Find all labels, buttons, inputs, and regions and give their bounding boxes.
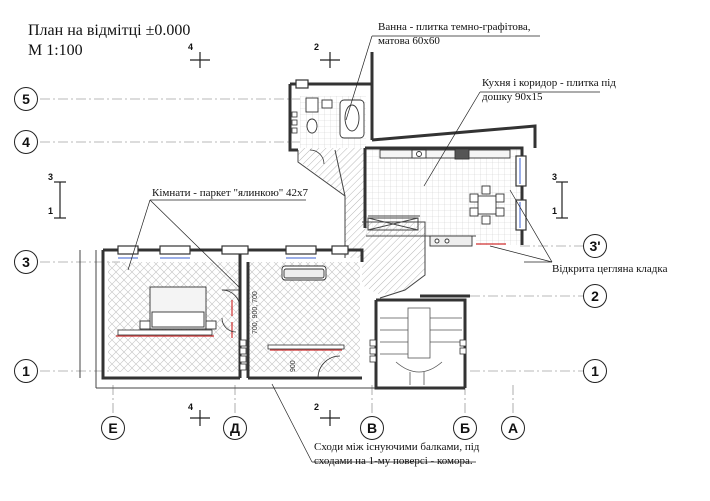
axis-3: 3 [14, 250, 38, 274]
leader-lines [127, 35, 600, 463]
dimension-door-height: 700, 900, 700 [252, 291, 259, 334]
section-markers [54, 52, 568, 426]
axis-3-prime: 3' [583, 234, 607, 258]
note-stairs-line2: сходами на 1-му поверсі - комора. [314, 455, 473, 467]
section-3-right: 3 [552, 172, 558, 182]
axis-A: А [501, 416, 525, 440]
note-kitchen-line1: Кухня і коридор - плитка під [482, 77, 616, 89]
axis-V: В [360, 416, 384, 440]
note-rooms: Кімнати - паркет "ялинкою" 42х7 [152, 187, 309, 199]
wall-blocks [239, 111, 467, 371]
section-3-left: 3 [48, 172, 54, 182]
grid-lines [40, 98, 585, 420]
axis-2: 2 [583, 284, 607, 308]
section-1-right: 1 [552, 206, 558, 216]
note-bathroom-line1: Ванна - плитка темно-графітова, [378, 21, 531, 33]
axis-1-right: 1 [583, 359, 607, 383]
note-bathroom-line2: матова 60х60 [378, 35, 440, 47]
section-2-bottom: 2 [314, 402, 320, 412]
section-1-left: 1 [48, 206, 54, 216]
axis-1-left: 1 [14, 359, 38, 383]
dimension-door-width: 900 [290, 360, 297, 372]
windows [117, 79, 527, 255]
note-kitchen-line2: дошку 90х15 [482, 91, 543, 103]
furniture [139, 97, 511, 330]
glazing [118, 158, 521, 259]
note-stairs-line1: Сходи між існуючими балками, під [314, 441, 480, 453]
radiator-bars [117, 329, 345, 350]
doors [221, 149, 341, 379]
plan-title: План на відмітці ±0.000 [28, 22, 191, 39]
plan-scale: М 1:100 [28, 42, 83, 59]
staircase [380, 307, 462, 385]
axis-5: 5 [14, 87, 38, 111]
interior-lines [79, 149, 476, 389]
section-4-top: 4 [188, 42, 194, 52]
red-accents [116, 243, 506, 351]
section-2-top: 2 [314, 42, 320, 52]
axis-D: Д [223, 416, 247, 440]
note-brick: Відкрита цегляна кладка [552, 263, 668, 275]
axis-B: Б [453, 416, 477, 440]
section-4-bottom: 4 [188, 402, 194, 412]
axis-E: Е [101, 416, 125, 440]
axis-4: 4 [14, 130, 38, 154]
